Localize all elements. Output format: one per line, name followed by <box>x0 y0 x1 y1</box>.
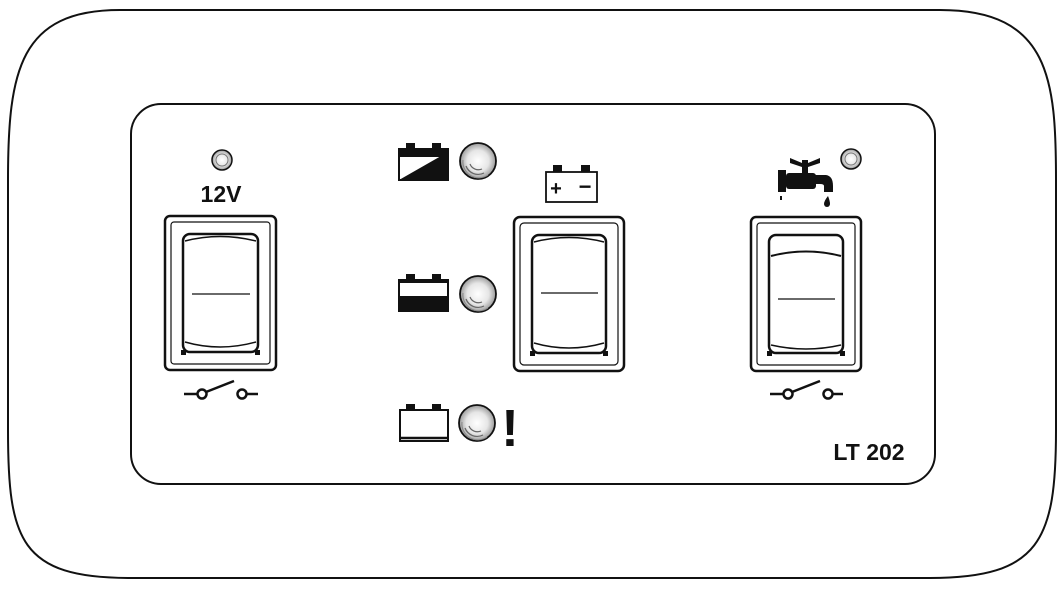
battery-icon: + − <box>545 165 598 203</box>
power-section: 12V <box>163 149 278 400</box>
led-indicator-icon <box>459 142 497 180</box>
battery-test-switch[interactable] <box>512 215 626 373</box>
led-indicator-icon <box>211 149 233 171</box>
led-indicator-icon <box>458 404 496 442</box>
battery-plus-label: + <box>550 178 562 200</box>
led-indicator-icon <box>840 148 862 170</box>
water-tap-icon <box>778 158 833 207</box>
water-pump-switch[interactable] <box>749 215 863 373</box>
model-label: LT 202 <box>833 439 904 465</box>
switch-symbol-icon <box>184 379 258 400</box>
led-indicator-icon <box>459 275 497 313</box>
battery-full-icon <box>398 143 449 181</box>
voltage-label: 12V <box>201 181 243 207</box>
switch-symbol-icon <box>770 379 843 400</box>
battery-half-icon <box>398 274 449 312</box>
battery-levels: ! <box>398 142 519 458</box>
battery-empty-icon <box>399 404 449 442</box>
battery-test-section: + − <box>512 165 626 373</box>
battery-minus-label: − <box>579 174 592 199</box>
power-switch[interactable] <box>163 214 278 372</box>
alarm-mark: ! <box>501 400 518 458</box>
water-pump-section <box>749 148 863 400</box>
